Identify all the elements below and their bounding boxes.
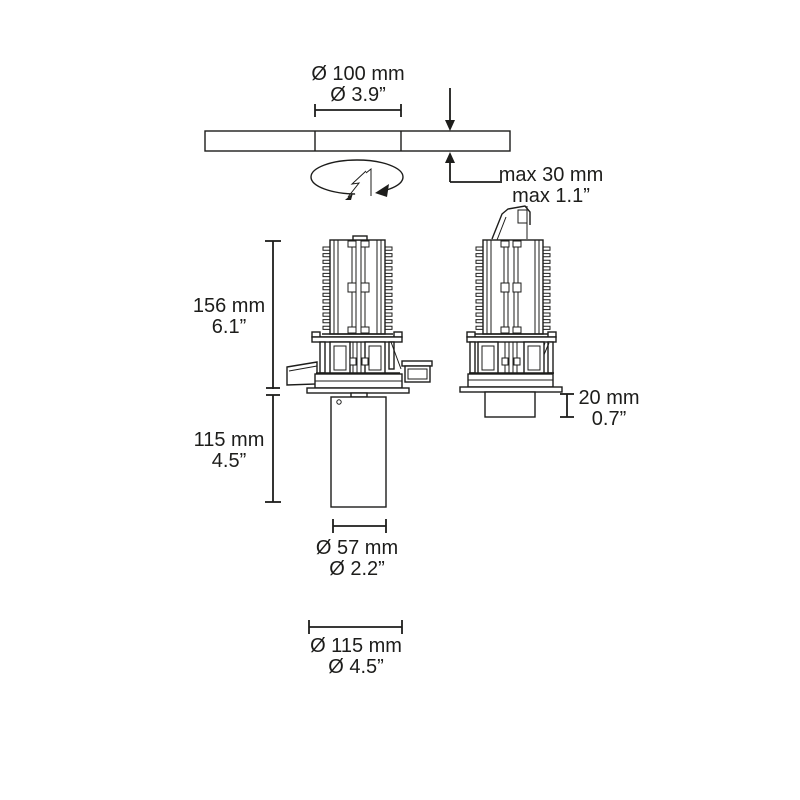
heatsink-fins-right	[384, 246, 393, 330]
flange-depth-dimension: 20 mm 0.7”	[560, 387, 640, 430]
ceiling-max-metric-label: max 30 mm	[499, 164, 603, 186]
height-below-metric-label: 115 mm	[194, 429, 265, 451]
up-arrow-icon	[445, 152, 455, 163]
height-below-imperial-label: 4.5”	[212, 450, 246, 472]
height-above-imperial-label: 6.1”	[212, 316, 246, 338]
mounting-collar-front	[311, 331, 403, 375]
cutout-metric-label: Ø 100 mm	[311, 63, 404, 85]
heatsink-fins-left	[322, 246, 331, 330]
down-arrow-icon	[445, 120, 455, 131]
cutout-imperial-label: Ø 3.9”	[330, 84, 386, 106]
mounting-collar-side	[466, 331, 557, 375]
trim-flange-side	[459, 386, 563, 393]
lightning-bolt-icon	[345, 167, 372, 200]
cutout-dimension: Ø 100 mm Ø 3.9”	[311, 63, 405, 117]
heatsink-front	[318, 235, 397, 338]
tube-diameter-metric-label: Ø 57 mm	[316, 537, 398, 559]
fixture-front-view	[286, 235, 433, 508]
rotation-arrow-icon	[310, 159, 404, 197]
fixture-base-side	[459, 373, 563, 418]
flange-depth-metric-label: 20 mm	[578, 387, 639, 409]
max-thickness-dimension: max 30 mm max 1.1”	[445, 88, 603, 207]
trim-flange-front	[306, 387, 410, 394]
heatsink-fins-left	[475, 246, 484, 330]
height-dimensions: 156 mm 6.1” 115 mm 4.5”	[193, 240, 281, 503]
heatsink-side	[471, 239, 555, 338]
ceiling-panel	[204, 130, 511, 152]
fixture-base-front	[306, 373, 410, 398]
tube-diameter-dimension: Ø 57 mm Ø 2.2”	[316, 519, 398, 580]
mounting-clip	[491, 205, 531, 241]
trim-diameter-imperial-label: Ø 4.5”	[328, 656, 384, 678]
tube-diameter-imperial-label: Ø 2.2”	[329, 558, 385, 580]
heatsink-fins-right	[542, 246, 551, 330]
ceiling-max-imperial-label: max 1.1”	[512, 185, 590, 207]
lamp-tube	[330, 396, 387, 508]
fixture-side-view	[459, 205, 563, 418]
trim-diameter-metric-label: Ø 115 mm	[310, 635, 402, 657]
base-diameter-dimension: Ø 115 mm Ø 4.5”	[308, 620, 403, 678]
junction-box-right	[401, 360, 433, 383]
flange-depth-imperial-label: 0.7”	[592, 408, 626, 430]
height-above-metric-label: 156 mm	[193, 295, 265, 317]
recess-collar	[484, 391, 536, 418]
